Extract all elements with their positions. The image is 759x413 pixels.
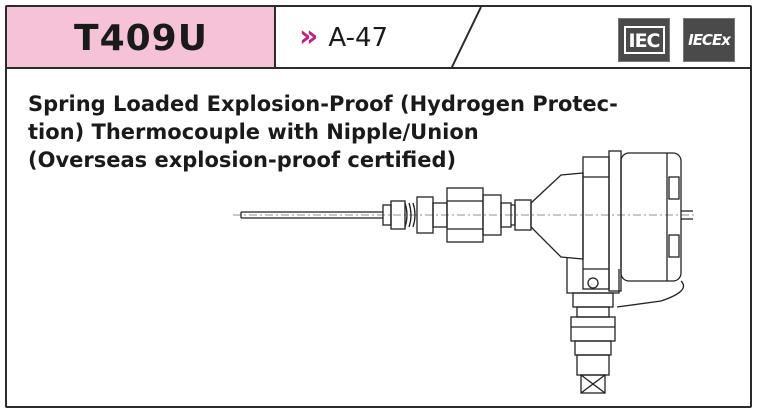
- product-title: Spring Loaded Explosion-Proof (Hydrogen …: [28, 90, 728, 174]
- probe-sheath: [240, 211, 383, 219]
- thermocouple-drawing: [233, 150, 697, 394]
- iecex-certification-badge: IECEx: [683, 18, 735, 62]
- page-reference[interactable]: » A-47: [299, 7, 388, 69]
- model-box-background: [7, 7, 275, 69]
- header-slant-line: [450, 7, 482, 69]
- double-chevron-right-icon: »: [299, 18, 319, 54]
- title-line-2: tion) Thermocouple with Nipple/Union: [28, 120, 479, 144]
- iec-logo-text: IEC: [623, 26, 665, 54]
- iec-certification-badge: IEC: [618, 18, 670, 62]
- product-card: T409U » A-47 IEC IECEx Spring Loaded Exp…: [5, 5, 752, 408]
- header-background: [7, 7, 750, 69]
- cable-gland: [566, 257, 620, 394]
- header-bar: T409U » A-47 IEC IECEx: [7, 7, 750, 69]
- terminal-head: [530, 150, 693, 308]
- model-number: T409U: [74, 17, 208, 59]
- iecex-logo-text: IECEx: [688, 31, 731, 49]
- page-reference-text: A-47: [328, 23, 389, 53]
- title-line-3: (Overseas explosion-proof certified): [28, 148, 457, 172]
- title-line-1: Spring Loaded Explosion-Proof (Hydrogen …: [28, 92, 618, 116]
